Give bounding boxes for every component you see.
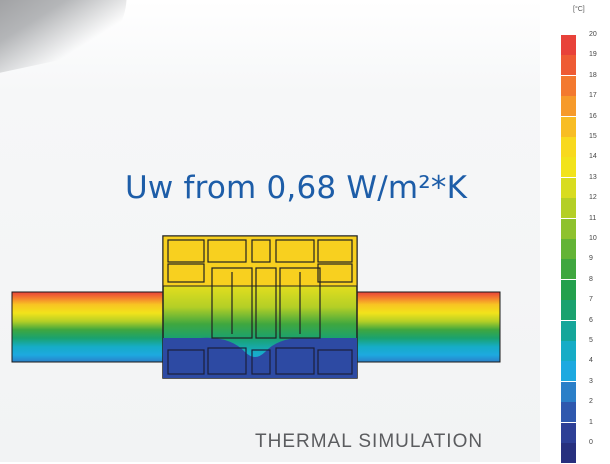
legend-label: 3 [589, 377, 593, 385]
legend-unit: [°C] [573, 6, 585, 13]
legend-label: 17 [589, 92, 597, 100]
legend-entry: 10 [561, 235, 601, 260]
legend-swatch [561, 259, 576, 281]
legend-swatch [561, 300, 576, 322]
legend-label: 10 [589, 235, 597, 242]
legend-swatch [561, 361, 576, 383]
thermal-simulation-diagram [11, 235, 501, 379]
legend-swatch [561, 157, 576, 179]
legend-label: 19 [589, 51, 597, 59]
legend-swatch [561, 279, 576, 301]
bottom-chambers [167, 347, 353, 375]
legend-swatch [561, 35, 576, 56]
legend-swatch [561, 75, 576, 97]
legend-swatch [561, 116, 576, 138]
legend-entry: 8 [561, 276, 601, 301]
warm-zone [162, 235, 358, 287]
legend-label: 12 [589, 194, 597, 202]
legend-entry: 1 [561, 419, 601, 444]
legend-entry: 2 [561, 398, 601, 424]
legend-label: 11 [589, 214, 597, 222]
legend-swatch [561, 177, 576, 199]
legend-label: 14 [589, 153, 597, 161]
legend-label: 1 [589, 418, 593, 426]
legend-swatch [561, 381, 576, 403]
sash-profiles [211, 267, 321, 339]
legend-swatch [561, 96, 576, 118]
legend-label: 2 [589, 398, 593, 406]
legend-swatch [561, 341, 576, 362]
uw-value-headline: Uw from 0,68 W/m²*K [125, 170, 468, 206]
legend-swatch [561, 137, 576, 158]
thermal-simulation-caption: THERMAL SIMULATION [255, 431, 484, 452]
legend-label: 18 [589, 71, 597, 79]
legend-label: 16 [589, 112, 597, 120]
legend-label: 5 [589, 337, 593, 344]
legend-entry: 0 [561, 439, 601, 464]
legend-label: 0 [589, 439, 593, 446]
legend-swatch [561, 198, 576, 220]
legend-label: 6 [589, 316, 593, 324]
legend-entry: 3 [561, 378, 601, 403]
legend-swatch [561, 443, 576, 464]
legend-swatch [561, 320, 576, 342]
legend-swatch [561, 239, 576, 260]
legend-label: 4 [589, 357, 593, 365]
legend-swatch [561, 422, 576, 444]
legend-label: 15 [589, 133, 597, 140]
background [0, 0, 540, 462]
legend-label: 20 [589, 31, 597, 38]
legend-label: 9 [589, 255, 593, 263]
legend-swatch [561, 402, 576, 424]
legend-entry: 9 [561, 255, 601, 281]
legend-label: 7 [589, 296, 593, 304]
legend-label: 13 [589, 173, 597, 181]
legend-entry: 4 [561, 357, 601, 383]
legend-entry: 5 [561, 337, 601, 362]
legend-swatch [561, 218, 576, 240]
legend-entry: 7 [561, 296, 601, 322]
legend-label: 8 [589, 275, 593, 283]
legend-entry: 6 [561, 317, 601, 342]
legend-swatch [561, 55, 576, 77]
top-chambers [167, 239, 353, 283]
